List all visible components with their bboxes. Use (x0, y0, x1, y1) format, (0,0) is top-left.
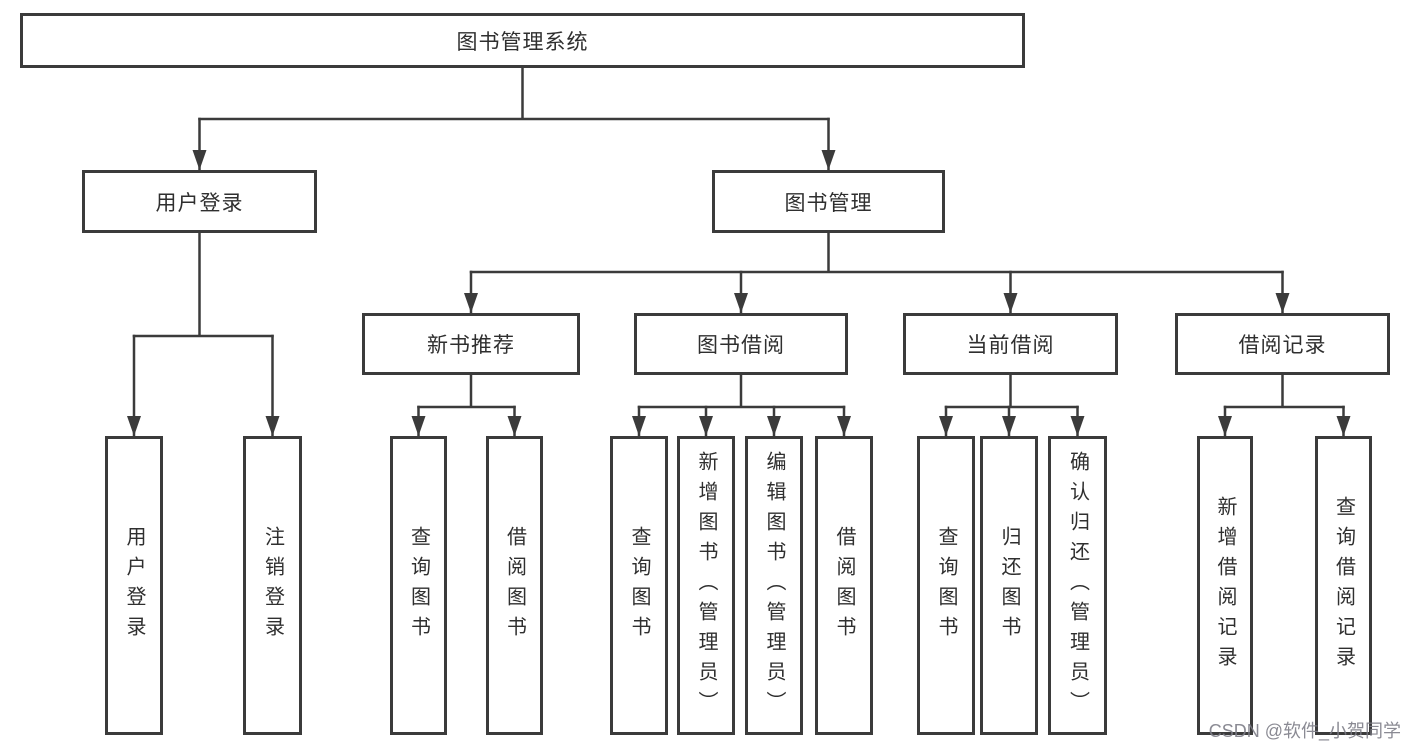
leaf-label: 确认归还（管理员） (1066, 450, 1089, 721)
leaf-label: 新增借阅记录 (1214, 495, 1236, 676)
leaf-label: 新增图书（管理员） (695, 450, 717, 721)
node-label: 借阅记录 (1238, 334, 1327, 357)
node-label: 新书推荐 (427, 334, 515, 357)
connector-root-to-level2 (192, 66, 836, 172)
node-label: 图书管理 (784, 191, 873, 215)
leaf-add-book-admin: 新增图书（管理员） (677, 436, 735, 735)
node-label: 用户登录 (155, 191, 244, 215)
node-label: 图书借阅 (697, 334, 785, 357)
leaf-edit-book-admin: 编辑图书（管理员） (745, 436, 803, 735)
leaf-label: 借阅图书 (503, 525, 526, 646)
node-current-borrowing: 当前借阅 (903, 313, 1118, 375)
leaf-label: 查询图书 (407, 525, 430, 646)
node-borrowing-records: 借阅记录 (1175, 313, 1390, 375)
connector-book-borrowing-children (632, 373, 851, 438)
leaf-query-books-borrowing: 查询图书 (610, 436, 668, 735)
leaf-label: 查询图书 (628, 525, 650, 646)
node-book-borrowing: 图书借阅 (634, 313, 848, 375)
leaf-borrow-books-recommend: 借阅图书 (486, 436, 543, 735)
leaf-query-books-recommend: 查询图书 (390, 436, 447, 735)
leaf-add-borrowing-record: 新增借阅记录 (1197, 436, 1253, 735)
csdn-watermark: CSDN @软件_小贺同学 (1208, 721, 1401, 741)
connector-user-login-children (127, 231, 280, 438)
leaf-label: 用户登录 (123, 525, 145, 646)
leaf-user-login: 用户登录 (105, 436, 163, 735)
node-book-management: 图书管理 (712, 170, 945, 233)
leaf-label: 编辑图书（管理员） (763, 450, 785, 721)
leaf-borrow-books-borrowing: 借阅图书 (815, 436, 873, 735)
leaf-label: 查询借阅记录 (1332, 495, 1355, 676)
leaf-query-books-current: 查询图书 (917, 436, 975, 735)
node-label: 当前借阅 (966, 334, 1055, 357)
leaf-label: 借阅图书 (833, 525, 855, 646)
leaf-label: 查询图书 (935, 525, 957, 646)
node-user-login: 用户登录 (82, 170, 317, 233)
connector-new-book-children (411, 373, 522, 438)
node-new-book-recommend: 新书推荐 (362, 313, 580, 375)
connector-book-management-children (464, 231, 1290, 315)
leaf-confirm-return-admin: 确认归还（管理员） (1048, 436, 1107, 735)
leaf-logout: 注销登录 (243, 436, 302, 735)
node-label: 图书管理系统 (456, 30, 589, 54)
node-library-management-system: 图书管理系统 (20, 13, 1025, 68)
connector-current-borrowing-children (939, 373, 1085, 438)
leaf-query-borrowing-record: 查询借阅记录 (1315, 436, 1372, 735)
leaf-return-books: 归还图书 (980, 436, 1038, 735)
connector-borrowing-records-children (1218, 373, 1351, 438)
leaf-label: 归还图书 (998, 525, 1020, 646)
leaf-label: 注销登录 (261, 525, 284, 646)
